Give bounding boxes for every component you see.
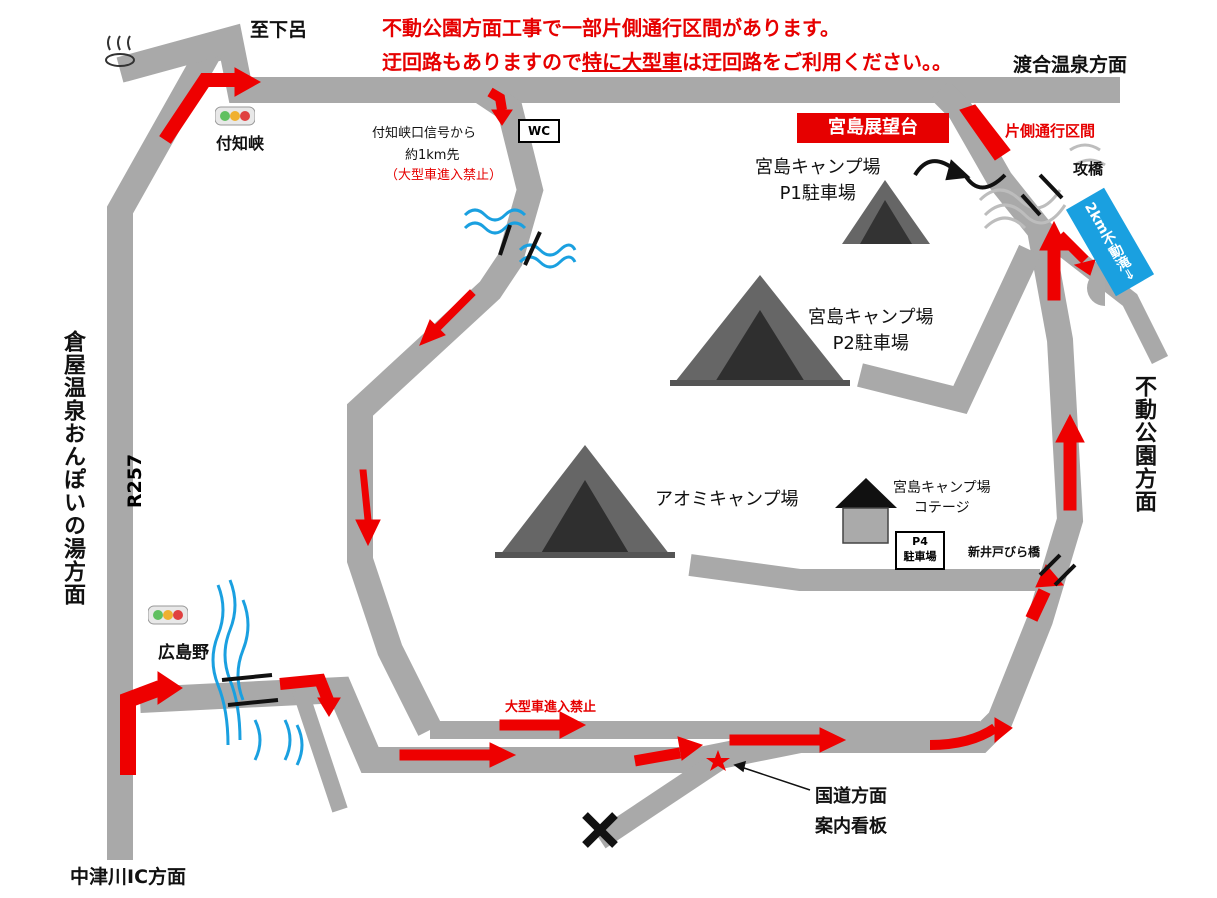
road-p2 bbox=[857, 244, 1041, 415]
pointer-arrow bbox=[733, 760, 811, 791]
traffic-signal-icon bbox=[214, 103, 256, 129]
notice-underline-2: 大型車 bbox=[622, 50, 682, 74]
road-network bbox=[107, 23, 1169, 860]
spot-p1-label: 宮島キャンプ場 P1駐車場 bbox=[755, 157, 881, 204]
road-right-diagonal bbox=[1034, 222, 1169, 365]
notice-underline-1: 特に bbox=[582, 50, 622, 74]
road-hiroshimano-spur bbox=[292, 687, 348, 813]
spot-aomi-label: アオミキャンプ場 bbox=[655, 489, 799, 510]
road-aomi bbox=[688, 554, 1040, 591]
tent-aomi bbox=[495, 445, 675, 558]
notice-line-2: 迂回路もありますので特に大型車は迂回路をご利用ください。。 bbox=[382, 48, 952, 76]
direction-shimoro: 至下呂 bbox=[250, 19, 308, 41]
road-tsukechi-branch bbox=[347, 79, 544, 736]
tent-p1 bbox=[842, 180, 930, 244]
one-lane-warning: 片側通行区間 bbox=[1005, 122, 1096, 140]
road-kokudo-spur bbox=[594, 751, 726, 849]
route-number: R257 bbox=[124, 453, 147, 509]
notice-line-1: 不動公園方面工事で一部片側通行区間があります。 bbox=[382, 16, 840, 40]
notice-line-2-prefix: 迂回路もありますので bbox=[382, 50, 582, 74]
direction-kuraya: 倉屋温泉おんぽいの湯方面 bbox=[60, 330, 85, 606]
cottage-icon bbox=[835, 478, 897, 544]
spot-p4-label: P4 駐車場 bbox=[895, 531, 945, 570]
direction-fudo: 不動公園方面 bbox=[1131, 375, 1156, 513]
river-waves bbox=[211, 208, 577, 766]
bridge-marks bbox=[221, 173, 1077, 707]
spot-cottage-label: 宮島キャンプ場 コテージ bbox=[893, 480, 991, 516]
traffic-signal-icon bbox=[147, 602, 189, 628]
spot-p2-label: 宮島キャンプ場 P2駐車場 bbox=[808, 307, 934, 354]
direction-nakatsugawa: 中津川IC方面 bbox=[70, 866, 187, 888]
closed-x-icon bbox=[582, 812, 618, 848]
tsukechi-note-line3: （大型車進入禁止） bbox=[385, 168, 503, 183]
no-large-vehicles-warning: 大型車進入禁止 bbox=[505, 700, 597, 715]
wc-icon: WC bbox=[518, 119, 560, 143]
tent-p2 bbox=[670, 275, 850, 386]
direction-kokudo-sign: 国道方面 案内看板 bbox=[815, 786, 887, 837]
tsukechi-note-line1: 付知峡口信号から bbox=[372, 126, 477, 141]
signal-tsukechi-label: 付知峡 bbox=[216, 134, 265, 153]
onsen-icon bbox=[105, 35, 135, 67]
direction-watarai: 渡合温泉方面 bbox=[1013, 54, 1128, 76]
bridge-kobashi-label: 攻橋 bbox=[1073, 160, 1104, 178]
signal-hiroshimano-label: 広島野 bbox=[158, 643, 209, 663]
road-r257 bbox=[107, 32, 234, 860]
route-arrows bbox=[120, 67, 1096, 775]
observatory-banner: 宮島展望台 bbox=[797, 113, 949, 143]
bridge-niido-label: 新井戸びら橋 bbox=[968, 545, 1041, 559]
tsukechi-note-line2: 約1km先 bbox=[405, 148, 460, 163]
road-bottom bbox=[139, 80, 1084, 773]
notice-line-2-suffix: は迂回路をご利用ください。。 bbox=[682, 50, 952, 74]
gorge-lines bbox=[978, 143, 1106, 230]
road-top bbox=[116, 23, 1120, 103]
detour-arrows bbox=[913, 159, 1007, 190]
parking-roundabout bbox=[1087, 270, 1105, 306]
signboard-star bbox=[706, 750, 730, 771]
